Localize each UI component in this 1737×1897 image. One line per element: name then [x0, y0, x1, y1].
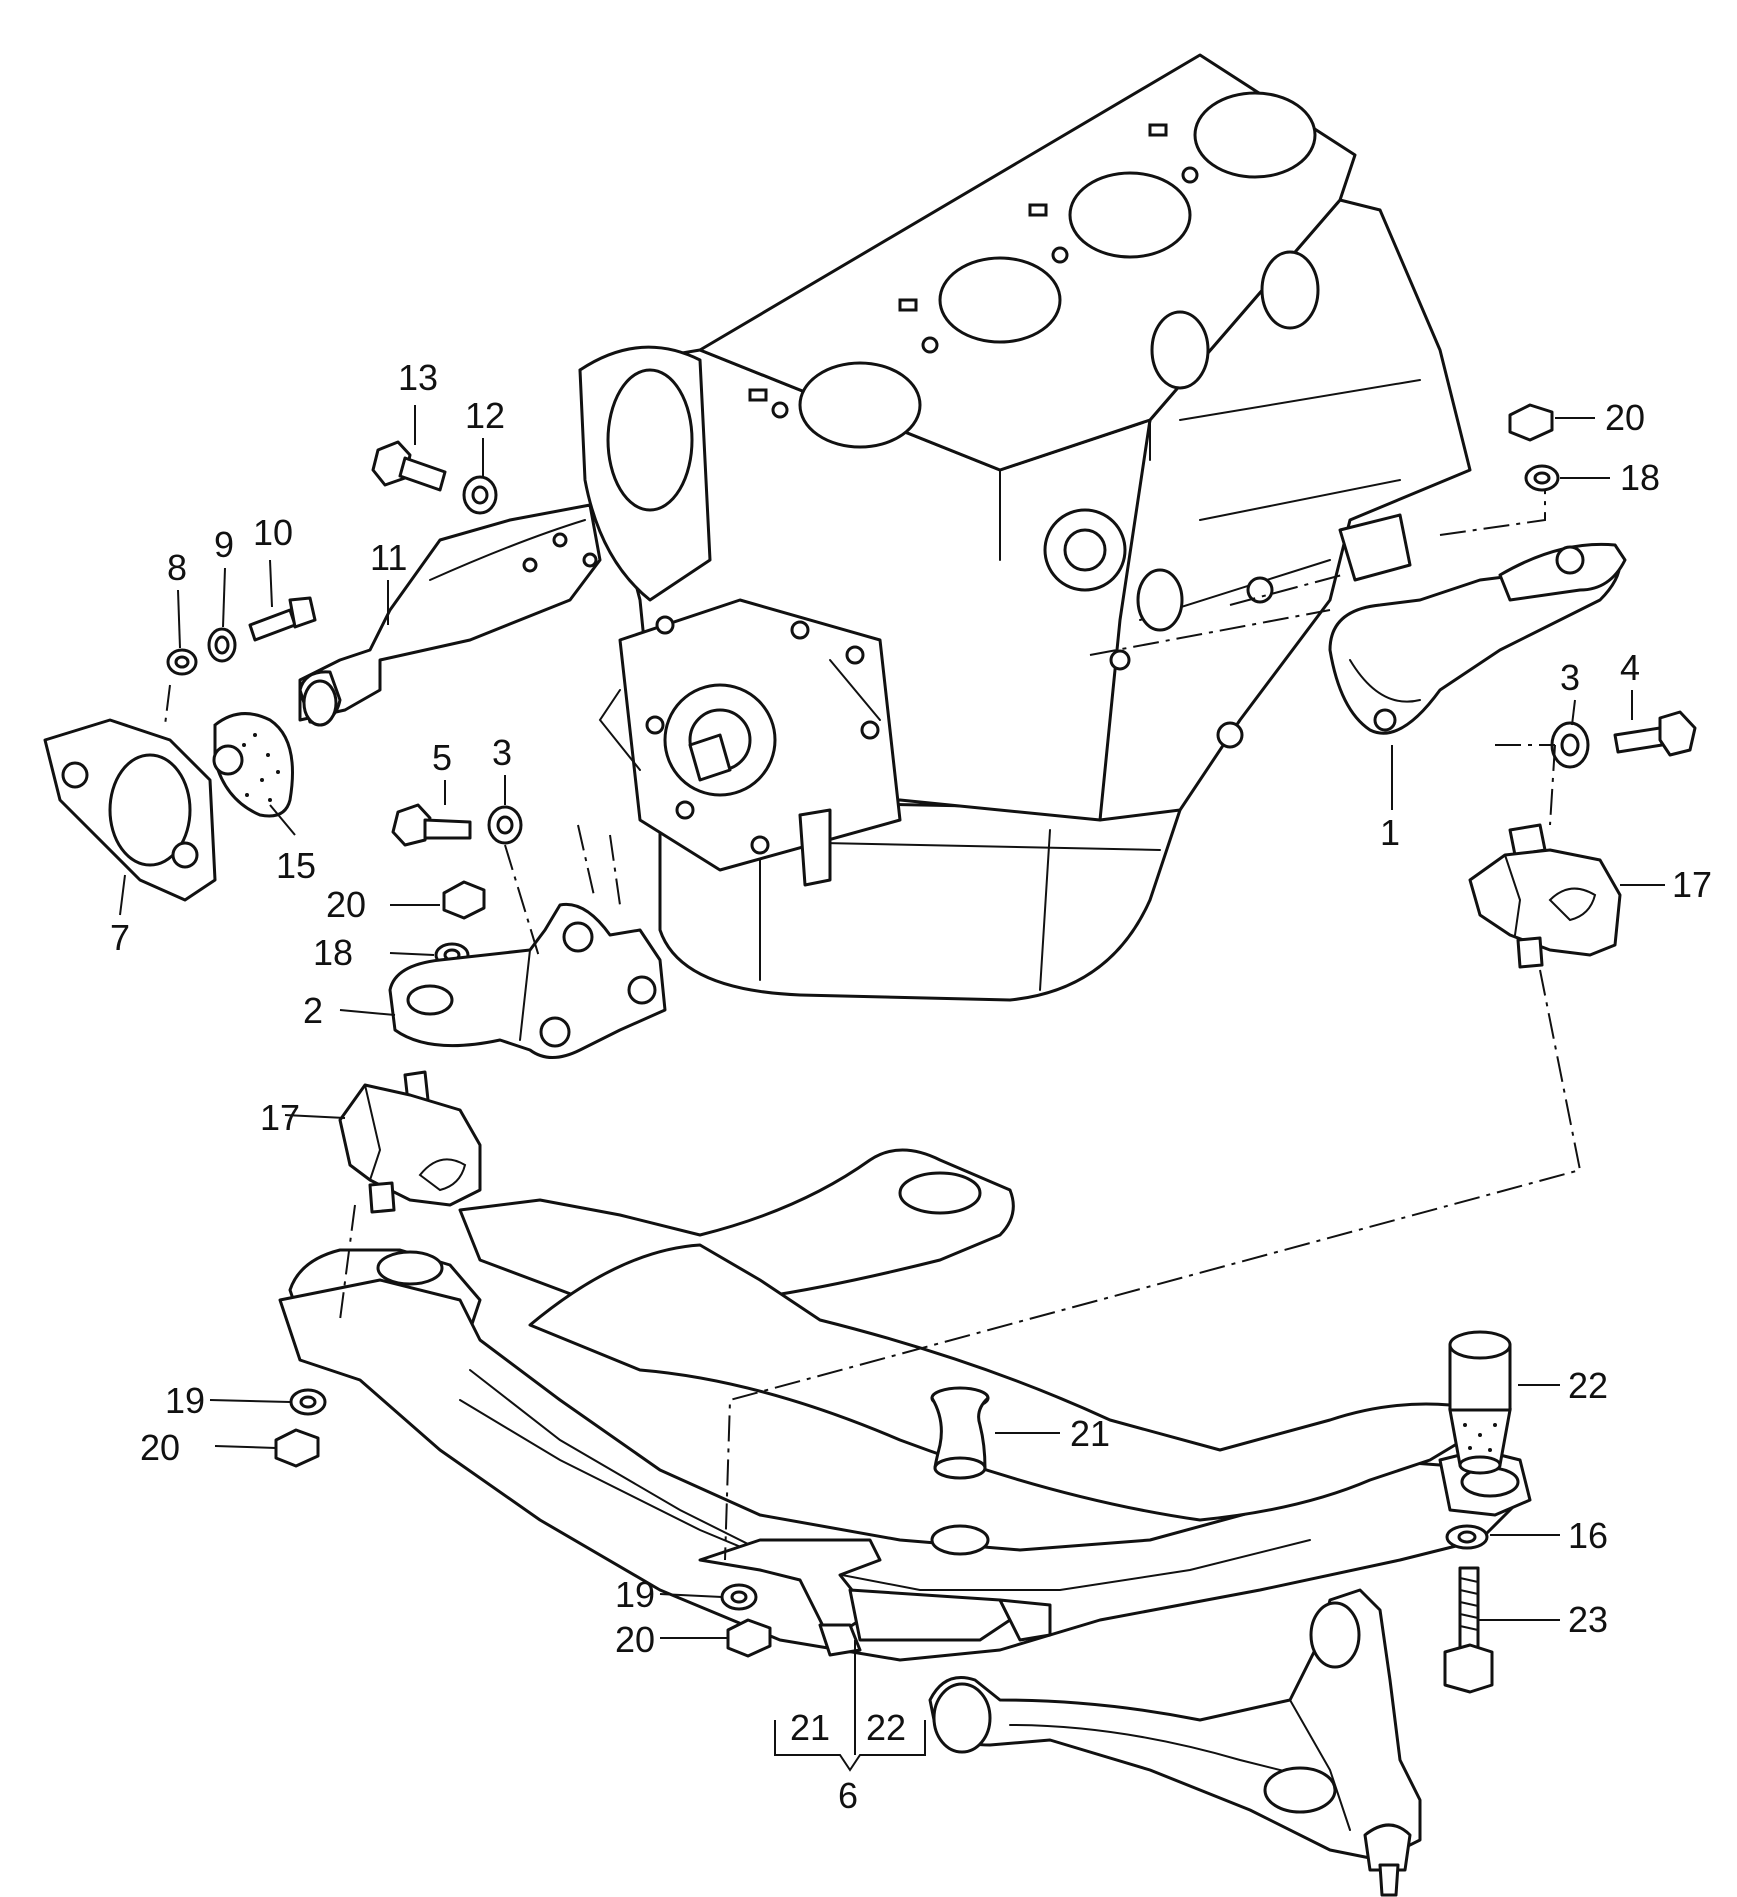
callout-21-group: 21	[790, 1707, 830, 1748]
callout-13: 13	[398, 357, 438, 398]
control-arm	[928, 1588, 1422, 1897]
callout-20-right: 20	[1605, 397, 1645, 438]
callout-3-left: 3	[492, 732, 512, 773]
callout-15: 15	[276, 845, 316, 886]
engine-support-bracket-left	[298, 503, 602, 727]
engine-support-bracket-right	[1328, 542, 1627, 735]
lock-washer-3-left	[487, 805, 523, 845]
bushing-22-texture	[1463, 1423, 1497, 1452]
engine-mount-17-left	[338, 1070, 482, 1214]
engine-block	[578, 53, 1472, 1002]
callout-8: 8	[167, 547, 187, 588]
callout-1: 1	[1380, 812, 1400, 853]
callout-17-left: 17	[260, 1097, 300, 1138]
lock-washer-12	[462, 475, 498, 515]
callout-5: 5	[432, 737, 452, 778]
assembly-bracket-6	[774, 1720, 926, 1772]
callout-7: 7	[110, 917, 130, 958]
washer-19-center	[720, 1583, 758, 1611]
bushing-21	[930, 1386, 990, 1480]
rubber-bushing-15	[212, 712, 294, 818]
callout-12: 12	[465, 395, 505, 436]
mount-bracket-2	[388, 902, 667, 1059]
lock-washer-3-right	[1550, 721, 1590, 769]
callout-22: 22	[1568, 1365, 1608, 1406]
callout-10: 10	[253, 512, 293, 553]
callout-9: 9	[214, 524, 234, 565]
callout-2: 2	[303, 990, 323, 1031]
callout-16: 16	[1568, 1515, 1608, 1556]
stud-bolt-23	[1443, 1566, 1494, 1694]
engine-mount-17-right	[1468, 823, 1622, 969]
callout-3-right: 3	[1560, 657, 1580, 698]
bolt-4	[1613, 710, 1697, 757]
callout-21: 21	[1070, 1413, 1110, 1454]
callout-19-center: 19	[615, 1574, 655, 1615]
nut-20-left	[442, 880, 486, 920]
callout-20-center: 20	[615, 1619, 655, 1660]
callout-18-left: 18	[313, 932, 353, 973]
bushing-22	[1448, 1330, 1512, 1475]
callout-18-right: 18	[1620, 457, 1660, 498]
callout-labels: 13 12 10 9 8 11 15 7 5 3 20 18 2 20 18 3…	[110, 357, 1712, 1816]
callout-22-group: 22	[866, 1707, 906, 1748]
callout-19-left: 19	[165, 1380, 205, 1421]
nut-20-lower-left	[274, 1428, 320, 1468]
callout-20-lower-left: 20	[140, 1427, 180, 1468]
washer-18-right	[1524, 464, 1560, 492]
center-lines	[164, 490, 1582, 1561]
callout-11: 11	[370, 537, 407, 578]
callout-20-left: 20	[326, 884, 366, 925]
bolt-13	[371, 440, 447, 492]
leader-lines	[119, 405, 1665, 1755]
callout-17-right: 17	[1672, 864, 1712, 905]
subframe	[278, 1148, 1532, 1662]
nut-20-right	[1508, 403, 1554, 442]
nut-20-center	[726, 1618, 772, 1658]
callout-6: 6	[838, 1775, 858, 1816]
washer-8	[166, 648, 198, 676]
washer-19-left	[289, 1388, 327, 1416]
bolt-10	[248, 596, 317, 642]
callout-4: 4	[1620, 647, 1640, 688]
mounting-plate	[43, 718, 217, 902]
bushing-texture	[242, 733, 280, 802]
callout-23: 23	[1568, 1599, 1608, 1640]
washer-9	[207, 627, 237, 663]
washer-16	[1445, 1524, 1489, 1550]
bolt-5	[391, 803, 472, 847]
